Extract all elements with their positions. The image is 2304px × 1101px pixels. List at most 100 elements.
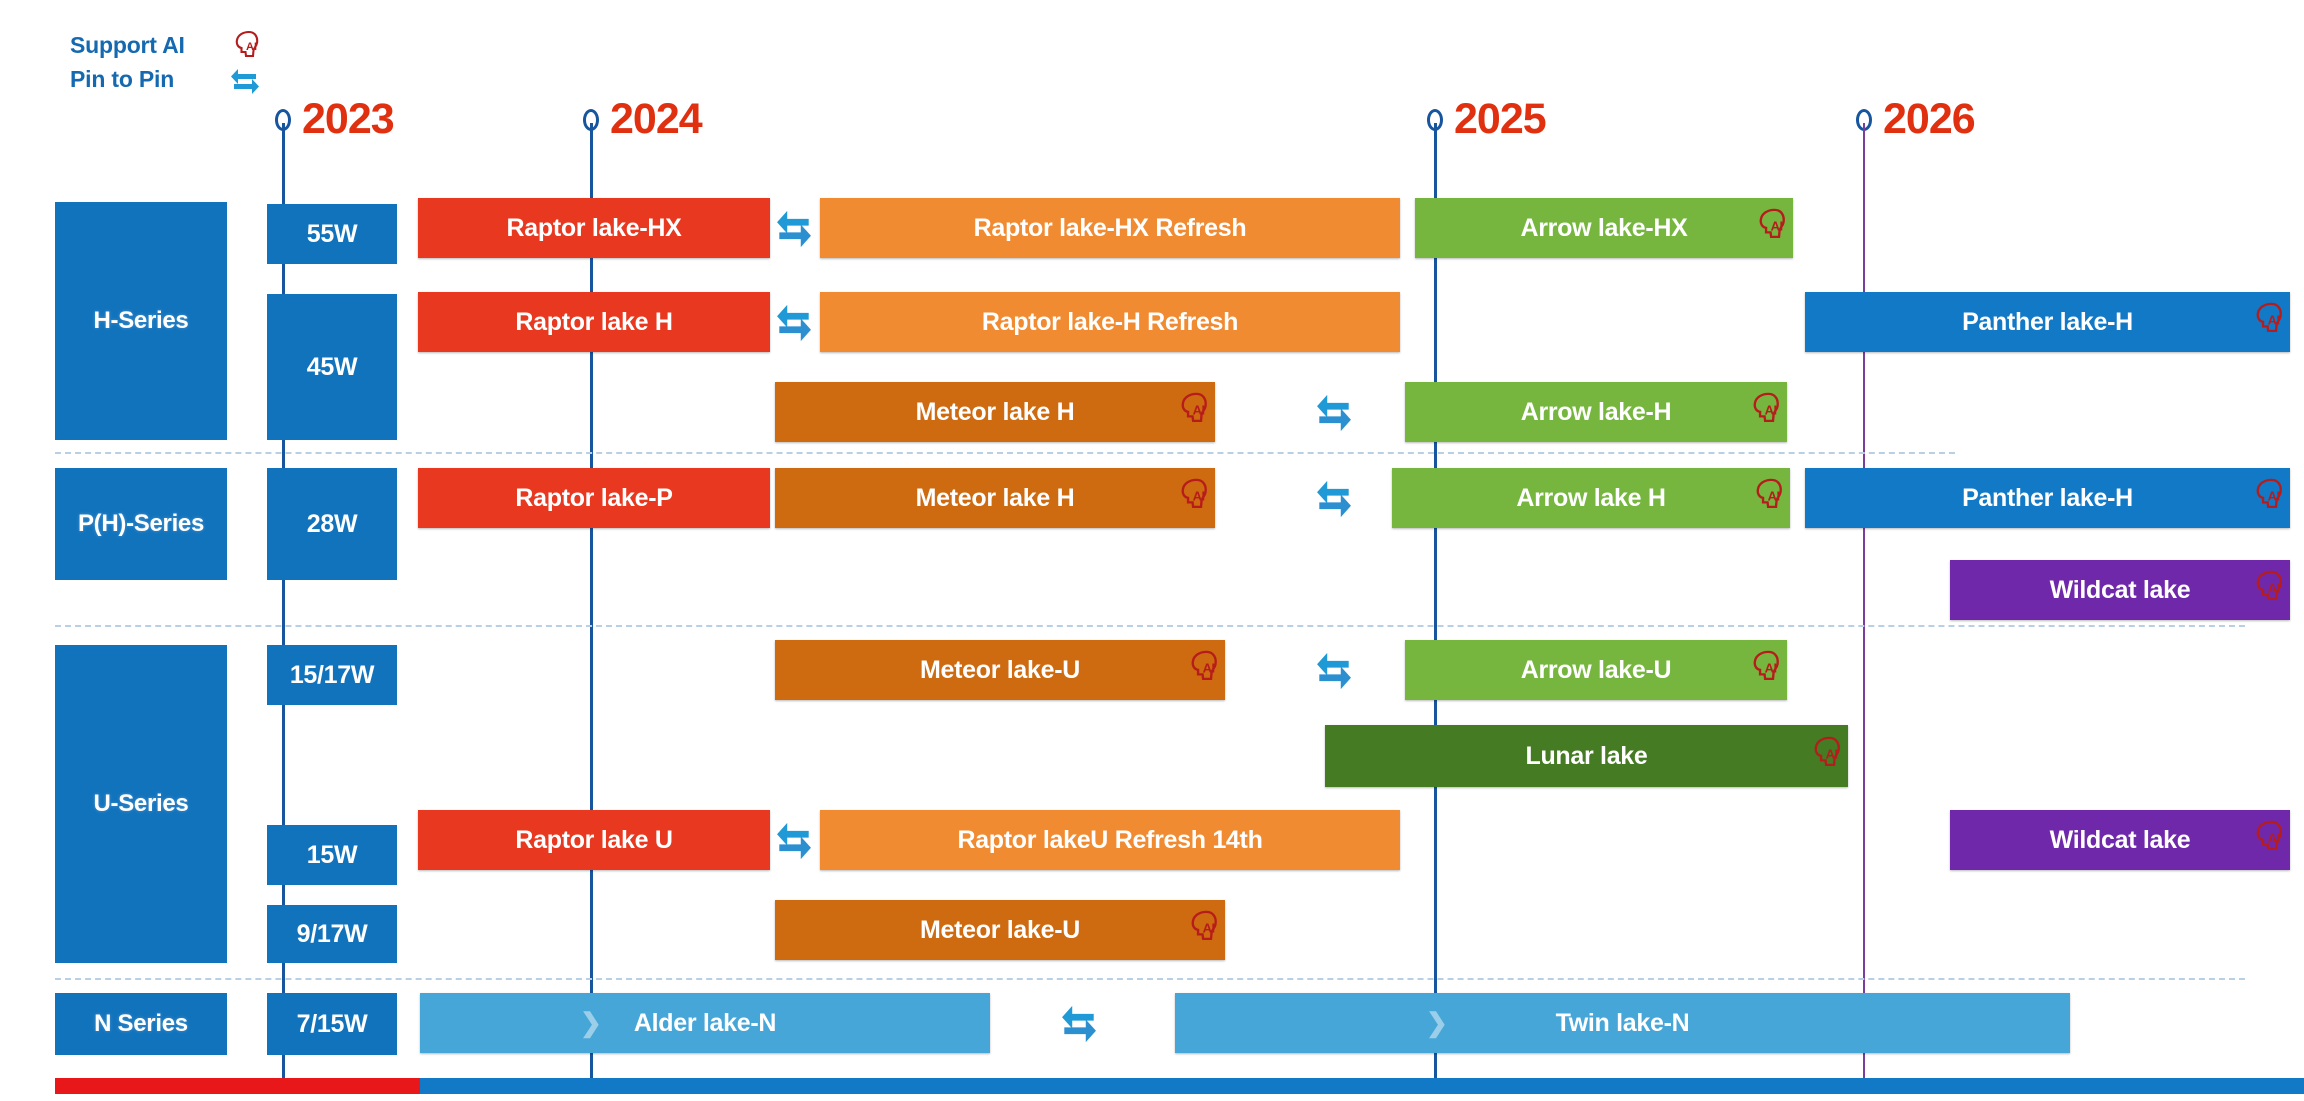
product-bar-label: Lunar lake — [1525, 741, 1648, 770]
ai-head-icon: AI — [1808, 735, 1842, 778]
pin-to-pin-swap-icon — [1055, 998, 1103, 1055]
product-bar-arrow-lake-hx[interactable]: Arrow lake-HX AI — [1415, 198, 1793, 258]
wattage-badge-55w[interactable]: 55W — [267, 204, 397, 264]
ai-head-icon: AI — [2250, 477, 2284, 520]
row-separator — [55, 978, 2245, 980]
wattage-badge-9-17w[interactable]: 9/17W — [267, 905, 397, 963]
product-bar-raptor-lake-hx-refresh[interactable]: Raptor lake-HX Refresh — [820, 198, 1400, 258]
product-bar-label: Arrow lake-H — [1520, 397, 1672, 426]
ai-head-icon: AI — [1185, 909, 1219, 952]
product-bar-raptor-lake-h[interactable]: Raptor lake H — [418, 292, 770, 352]
product-bar-label: Meteor lake H — [915, 483, 1075, 512]
row-separator — [55, 452, 1955, 454]
year-gridline-2025 — [1434, 123, 1437, 1078]
legend: Support AI AI Pin to Pin — [70, 28, 272, 96]
year-marker-2023: 2023 — [275, 95, 395, 144]
ai-head-icon: AI — [230, 29, 272, 61]
svg-text:AI: AI — [246, 41, 257, 53]
product-bar-arrow-lake-h[interactable]: Arrow lake H AI — [1392, 468, 1790, 528]
series-label-h-series[interactable]: H-Series — [55, 202, 227, 440]
product-bar-raptor-lake-p[interactable]: Raptor lake-P — [418, 468, 770, 528]
svg-text:AI: AI — [1203, 921, 1215, 936]
svg-text:AI: AI — [1193, 489, 1205, 504]
year-label: 2025 — [1454, 95, 1547, 143]
legend-row-support-ai: Support AI AI — [70, 28, 272, 62]
product-bar-arrow-lake-h[interactable]: Arrow lake-H AI — [1405, 382, 1787, 442]
wattage-badge-28w[interactable]: 28W — [267, 468, 397, 580]
product-bar-raptor-lake-hx[interactable]: Raptor lake-HX — [418, 198, 770, 258]
svg-text:AI: AI — [2268, 831, 2280, 846]
product-bar-label: Wildcat lake — [2049, 575, 2191, 604]
product-bar-label: Meteor lake H — [915, 397, 1075, 426]
product-bar-wildcat-lake[interactable]: Wildcat lake AI — [1950, 810, 2290, 870]
ai-head-icon: AI — [1175, 477, 1209, 520]
product-bar-raptor-lake-u[interactable]: Raptor lake U — [418, 810, 770, 870]
svg-text:AI: AI — [1203, 661, 1215, 676]
year-marker-2025: 2025 — [1427, 95, 1547, 144]
wattage-badge-15w[interactable]: 15W — [267, 825, 397, 885]
pin-to-pin-swap-icon — [1310, 473, 1358, 530]
product-bar-label: Raptor lake-P — [515, 483, 673, 512]
ai-head-icon: AI — [2250, 301, 2284, 344]
ai-head-icon: AI — [1750, 477, 1784, 520]
product-bar-raptor-lakeu-refresh-14th[interactable]: Raptor lakeU Refresh 14th — [820, 810, 1400, 870]
pin-to-pin-swap-icon — [770, 297, 818, 354]
product-bar-meteor-lake-u[interactable]: Meteor lake-U AI — [775, 900, 1225, 960]
product-bar-raptor-lake-h-refresh[interactable]: Raptor lake-H Refresh — [820, 292, 1400, 352]
product-bar-meteor-lake-h[interactable]: Meteor lake H AI — [775, 382, 1215, 442]
product-bar-lunar-lake[interactable]: Lunar lake AI — [1325, 725, 1848, 787]
product-bar-label: Raptor lake U — [515, 825, 673, 854]
ai-head-icon: AI — [1175, 391, 1209, 434]
product-bar-label: Raptor lakeU Refresh 14th — [957, 825, 1263, 854]
ai-head-icon: AI — [1753, 207, 1787, 250]
product-bar-label: Wildcat lake — [2049, 825, 2191, 854]
legend-label-support-ai: Support AI — [70, 31, 185, 58]
series-label-p-h-series[interactable]: P(H)-Series — [55, 468, 227, 580]
product-bar-meteor-lake-h[interactable]: Meteor lake H AI — [775, 468, 1215, 528]
chevron-right-icon: ❯ — [580, 1007, 602, 1038]
ai-head-icon: AI — [1747, 391, 1781, 434]
product-bar-label: Meteor lake-U — [919, 655, 1081, 684]
ai-head-icon: AI — [1185, 649, 1219, 692]
svg-text:AI: AI — [1768, 489, 1780, 504]
ai-head-icon: AI — [2250, 569, 2284, 612]
pin-to-pin-swap-icon — [1310, 645, 1358, 702]
swap-arrows-icon — [230, 64, 272, 94]
product-bar-wildcat-lake[interactable]: Wildcat lake AI — [1950, 560, 2290, 620]
product-bar-label: Arrow lake-U — [1520, 655, 1672, 684]
year-gridline-2023 — [282, 123, 285, 1078]
product-bar-meteor-lake-u[interactable]: Meteor lake-U AI — [775, 640, 1225, 700]
pin-to-pin-swap-icon — [1310, 387, 1358, 444]
svg-text:AI: AI — [2268, 581, 2280, 596]
product-bar-panther-lake-h[interactable]: Panther lake-H AI — [1805, 468, 2290, 528]
year-marker-2026: 2026 — [1856, 95, 1976, 144]
year-marker-2024: 2024 — [583, 95, 703, 144]
bottom-rail-red — [55, 1078, 420, 1094]
svg-text:AI: AI — [1765, 403, 1777, 418]
product-bar-label: Panther lake-H — [1962, 307, 2133, 336]
wattage-badge-7-15w[interactable]: 7/15W — [267, 993, 397, 1055]
product-bar-label: Raptor lake-HX — [506, 213, 682, 242]
year-label: 2023 — [302, 95, 395, 143]
ai-head-icon: AI — [1747, 649, 1781, 692]
svg-text:AI: AI — [2268, 313, 2280, 328]
wattage-badge-45w[interactable]: 45W — [267, 294, 397, 440]
row-separator — [55, 625, 2245, 627]
product-bar-label: Meteor lake-U — [919, 915, 1081, 944]
product-bar-label: Panther lake-H — [1962, 483, 2133, 512]
product-bar-twin-lake-n[interactable]: ❯Twin lake-N — [1175, 993, 2070, 1053]
series-label-n-series[interactable]: N Series — [55, 993, 227, 1055]
product-bar-panther-lake-h[interactable]: Panther lake-H AI — [1805, 292, 2290, 352]
product-bar-label: Raptor lake H — [515, 307, 673, 336]
chevron-right-icon: ❯ — [1426, 1007, 1448, 1038]
svg-text:AI: AI — [2268, 489, 2280, 504]
series-label-u-series[interactable]: U-Series — [55, 645, 227, 963]
pin-to-pin-swap-icon — [770, 815, 818, 872]
product-bar-alder-lake-n[interactable]: ❯Alder lake-N — [420, 993, 990, 1053]
wattage-badge-15-17w[interactable]: 15/17W — [267, 645, 397, 705]
legend-label-pin-to-pin: Pin to Pin — [70, 65, 175, 92]
svg-text:AI: AI — [1826, 747, 1838, 762]
product-bar-arrow-lake-u[interactable]: Arrow lake-U AI — [1405, 640, 1787, 700]
product-bar-label: Arrow lake H — [1516, 483, 1666, 512]
ai-head-icon: AI — [2250, 819, 2284, 862]
